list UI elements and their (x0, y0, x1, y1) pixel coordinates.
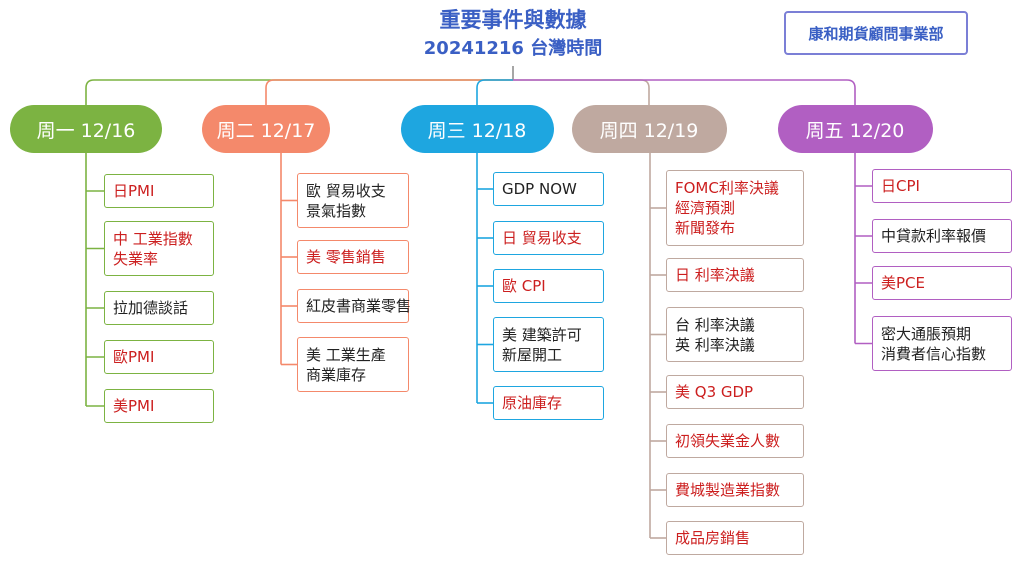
event-text: 成品房銷售 (675, 529, 751, 547)
event-text: 日 貿易收支 (502, 229, 582, 247)
event-text: 中 工業指數 (113, 229, 193, 248)
event-item-wed: 歐 CPI (493, 269, 604, 303)
event-item-fri: 中貸款利率報價 (872, 219, 1012, 253)
event-text: 失業率 (113, 249, 159, 268)
day-header-tue: 周二 12/17 (202, 105, 330, 153)
event-text: FOMC利率決議 (675, 179, 779, 197)
event-item-mon: 中 工業指數失業率 (104, 221, 214, 276)
event-text: 拉加德談話 (113, 299, 189, 317)
rail-thu (513, 79, 650, 105)
page-subtitle: 20241216 台灣時間 (423, 38, 603, 59)
rail-wed (476, 79, 513, 105)
event-item-tue: 美 零售銷售 (297, 240, 409, 274)
event-text: 原油庫存 (502, 394, 563, 412)
event-text: 新聞發布 (675, 219, 736, 237)
event-text: 商業庫存 (306, 365, 367, 384)
event-text: 美PMI (113, 397, 155, 415)
event-text: 費城製造業指數 (675, 481, 781, 499)
day-header-fri: 周五 12/20 (777, 105, 933, 153)
event-text: 英 利率決議 (675, 335, 755, 354)
event-text: 美 Q3 GDP (675, 383, 754, 401)
rail-mon (85, 79, 513, 105)
event-item-wed: 原油庫存 (493, 386, 604, 420)
event-item-thu: 初領失業金人數 (666, 424, 804, 458)
event-text: 日CPI (881, 177, 920, 195)
event-text: 歐PMI (113, 348, 155, 366)
event-text: 美PCE (881, 274, 925, 292)
event-text: 台 利率決議 (675, 315, 755, 334)
event-item-fri: 美PCE (872, 266, 1012, 300)
event-text: 初領失業金人數 (675, 432, 781, 450)
event-item-thu: 台 利率決議英 利率決議 (666, 307, 804, 362)
event-item-thu: FOMC利率決議經濟預測新聞發布 (666, 170, 804, 246)
event-item-thu: 成品房銷售 (666, 521, 804, 555)
event-text: 歐 貿易收支 (306, 181, 386, 200)
event-text: 中貸款利率報價 (881, 227, 987, 245)
day-header-thu: 周四 12/19 (571, 105, 727, 153)
page-title: 重要事件與數據 (439, 8, 587, 32)
event-text: 經濟預測 (675, 199, 736, 217)
event-text: 紅皮書商業零售 (306, 297, 412, 315)
event-text: 美 零售銷售 (306, 248, 386, 266)
event-item-fri: 密大通脹預期消費者信心指數 (872, 316, 1012, 371)
event-item-thu: 美 Q3 GDP (666, 375, 804, 409)
event-text: 日 利率決議 (675, 266, 755, 284)
event-item-mon: 日PMI (104, 174, 214, 208)
event-text: 新屋開工 (502, 345, 563, 364)
event-item-mon: 美PMI (104, 389, 214, 423)
event-text: 歐 CPI (502, 277, 546, 295)
day-header-mon: 周一 12/16 (10, 105, 162, 153)
event-text: 景氣指數 (306, 201, 367, 220)
event-item-thu: 日 利率決議 (666, 258, 804, 292)
event-item-tue: 歐 貿易收支景氣指數 (297, 173, 409, 228)
event-item-mon: 歐PMI (104, 340, 214, 374)
rail-fri (513, 79, 856, 105)
event-item-wed: GDP NOW (493, 172, 604, 206)
event-text: 美 工業生產 (306, 345, 386, 364)
event-item-mon: 拉加德談話 (104, 291, 214, 325)
day-header-wed: 周三 12/18 (400, 105, 554, 153)
event-item-wed: 美 建築許可新屋開工 (493, 317, 604, 372)
event-text: 密大通脹預期 (881, 324, 972, 343)
event-text: GDP NOW (502, 180, 577, 198)
event-item-tue: 紅皮書商業零售 (297, 289, 412, 323)
rail-tue (265, 79, 513, 105)
event-text: 美 建築許可 (502, 325, 582, 344)
event-text: 消費者信心指數 (881, 344, 987, 363)
event-item-fri: 日CPI (872, 169, 1012, 203)
event-item-thu: 費城製造業指數 (666, 473, 804, 507)
org-badge: 康和期貨顧問事業部 (784, 11, 968, 55)
event-item-tue: 美 工業生產商業庫存 (297, 337, 409, 392)
event-text: 日PMI (113, 182, 155, 200)
event-item-wed: 日 貿易收支 (493, 221, 604, 255)
